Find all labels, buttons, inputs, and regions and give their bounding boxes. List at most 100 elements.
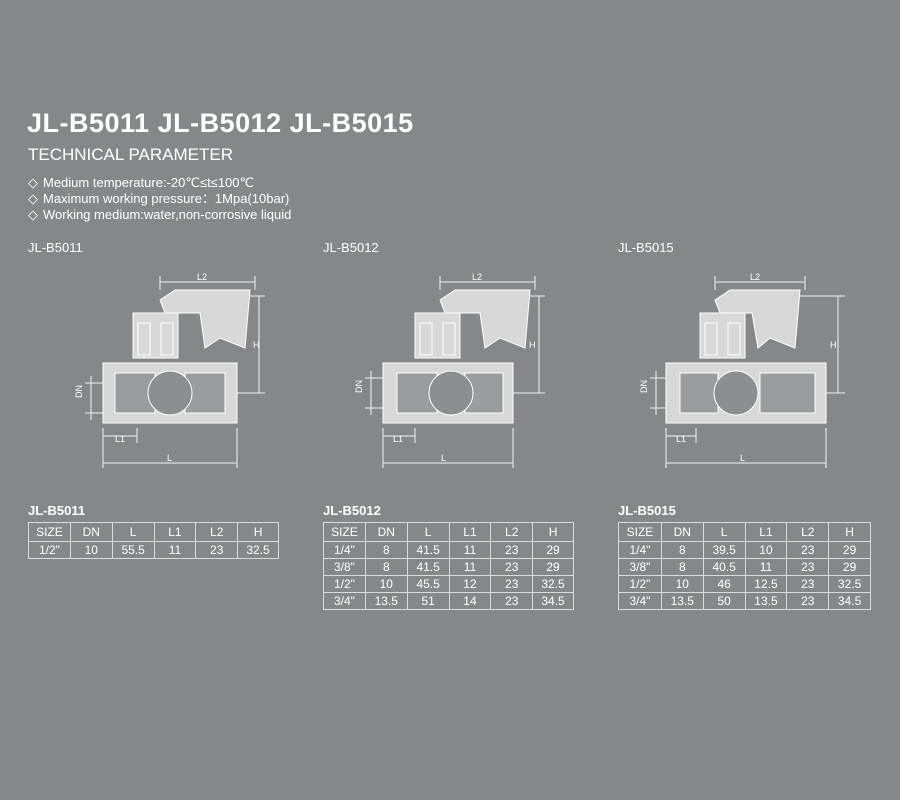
table-row: 3/8" 8 40.5 11 23 29 bbox=[618, 558, 871, 576]
model-label-b5011: JL-B5011 bbox=[28, 240, 83, 255]
dimension-label-l: L bbox=[441, 453, 446, 463]
table-cell: 41.5 bbox=[406, 558, 450, 576]
table-cell: 23 bbox=[786, 558, 830, 576]
table-cell: 32.5 bbox=[237, 541, 279, 559]
column-header: DN bbox=[364, 522, 408, 542]
table-header-row: SIZE DN L L1 L2 H bbox=[323, 522, 574, 542]
table-row: 1/2" 10 45.5 12 23 32.5 bbox=[323, 575, 574, 593]
table-row: 3/4" 13.5 50 13.5 23 34.5 bbox=[618, 592, 871, 610]
table-cell: 23 bbox=[786, 575, 830, 593]
table-cell: 1/4" bbox=[323, 541, 366, 559]
column-header: L2 bbox=[786, 522, 830, 542]
dimension-label-dn: DN bbox=[75, 385, 84, 398]
table-cell: 29 bbox=[828, 541, 871, 559]
column-header: SIZE bbox=[28, 522, 71, 542]
table-cell: 8 bbox=[364, 541, 408, 559]
table-cell: 55.5 bbox=[111, 541, 155, 559]
table-title-b5015: JL-B5015 bbox=[618, 503, 676, 518]
page-title: JL-B5011 JL-B5012 JL-B5015 bbox=[27, 108, 414, 138]
table-cell: 8 bbox=[660, 541, 704, 559]
table-cell: 32.5 bbox=[532, 575, 574, 593]
column-header: DN bbox=[660, 522, 704, 542]
table-cell: 11 bbox=[448, 558, 492, 576]
model-label-b5015: JL-B5015 bbox=[618, 240, 674, 255]
column-header: L bbox=[111, 522, 155, 542]
table-cell: 13.5 bbox=[744, 592, 788, 610]
diamond-bullet-icon: ◇ bbox=[28, 207, 38, 222]
column-header: L2 bbox=[490, 522, 534, 542]
table-cell: 3/4" bbox=[323, 592, 366, 610]
table-cell: 1/2" bbox=[323, 575, 366, 593]
column-header: H bbox=[532, 522, 574, 542]
table-cell: 41.5 bbox=[406, 541, 450, 559]
column-header: L bbox=[702, 522, 746, 542]
table-cell: 29 bbox=[532, 541, 574, 559]
parameter-text: Medium temperature:-20℃≤t≤100℃ bbox=[43, 175, 255, 190]
table-title-b5011: JL-B5011 bbox=[28, 503, 86, 518]
table-cell: 46 bbox=[702, 575, 746, 593]
parameter-text: Working medium:water,non-corrosive liqui… bbox=[43, 207, 292, 222]
table-cell: 39.5 bbox=[702, 541, 746, 559]
column-header: DN bbox=[69, 522, 113, 542]
parameter-item: ◇ Maximum working pressure：1Mpa(10bar) bbox=[28, 191, 291, 207]
column-header: SIZE bbox=[618, 522, 662, 542]
table-cell: 29 bbox=[828, 558, 871, 576]
table-header-row: SIZE DN L L1 L2 H bbox=[618, 522, 871, 542]
table-cell: 23 bbox=[786, 541, 830, 559]
table-title-b5012: JL-B5012 bbox=[323, 503, 381, 518]
dimension-label-h: H bbox=[529, 340, 536, 350]
table-cell: 10 bbox=[660, 575, 704, 593]
table-cell: 45.5 bbox=[406, 575, 450, 593]
table-cell: 23 bbox=[490, 575, 534, 593]
table-cell: 23 bbox=[490, 558, 534, 576]
parameter-item: ◇ Medium temperature:-20℃≤t≤100℃ bbox=[28, 175, 291, 191]
table-cell: 3/8" bbox=[323, 558, 366, 576]
table-cell: 11 bbox=[744, 558, 788, 576]
dimension-label-l: L bbox=[740, 453, 745, 463]
column-header: L1 bbox=[448, 522, 492, 542]
column-header: L1 bbox=[744, 522, 788, 542]
dimension-label-dn: DN bbox=[640, 380, 649, 393]
dimension-label-dn: DN bbox=[355, 380, 364, 393]
table-cell: 11 bbox=[448, 541, 492, 559]
valve-drawing-b5015: L2 H DN L1 L bbox=[640, 272, 845, 468]
table-row: 1/4" 8 41.5 11 23 29 bbox=[323, 541, 574, 559]
table-row: 3/8" 8 41.5 11 23 29 bbox=[323, 558, 574, 576]
column-header: H bbox=[828, 522, 871, 542]
table-cell: 10 bbox=[744, 541, 788, 559]
dimension-label-h: H bbox=[253, 340, 260, 350]
dimension-label-l1: L1 bbox=[115, 434, 125, 444]
parameter-text: Maximum working pressure：1Mpa(10bar) bbox=[43, 191, 290, 206]
table-cell: 32.5 bbox=[828, 575, 871, 593]
table-cell: 12 bbox=[448, 575, 492, 593]
page-subtitle: TECHNICAL PARAMETER bbox=[28, 145, 233, 164]
spec-table-b5011: SIZE DN L L1 L2 H 1/2" 10 55.5 11 23 32.… bbox=[28, 522, 279, 559]
table-cell: 23 bbox=[195, 541, 239, 559]
dimension-label-h: H bbox=[830, 340, 837, 350]
table-cell: 3/8" bbox=[618, 558, 662, 576]
column-header: L bbox=[406, 522, 450, 542]
table-cell: 1/4" bbox=[618, 541, 662, 559]
table-cell: 34.5 bbox=[828, 592, 871, 610]
dimension-label-l1: L1 bbox=[676, 434, 686, 444]
table-cell: 23 bbox=[490, 541, 534, 559]
spec-table-b5015: SIZE DN L L1 L2 H 1/4" 8 39.5 10 23 29 3… bbox=[618, 522, 871, 610]
column-header: L1 bbox=[153, 522, 197, 542]
diamond-bullet-icon: ◇ bbox=[28, 175, 38, 190]
table-cell: 51 bbox=[406, 592, 450, 610]
column-header: L2 bbox=[195, 522, 239, 542]
table-cell: 10 bbox=[69, 541, 113, 559]
table-cell: 3/4" bbox=[618, 592, 662, 610]
valve-drawing-b5012: L2 H DN L1 L bbox=[355, 272, 545, 468]
table-cell: 13.5 bbox=[364, 592, 408, 610]
column-header: SIZE bbox=[323, 522, 366, 542]
dimension-label-l2: L2 bbox=[197, 272, 207, 282]
diamond-bullet-icon: ◇ bbox=[28, 191, 38, 206]
table-cell: 12.5 bbox=[744, 575, 788, 593]
model-label-b5012: JL-B5012 bbox=[323, 240, 379, 255]
table-cell: 34.5 bbox=[532, 592, 574, 610]
table-cell: 29 bbox=[532, 558, 574, 576]
dimension-label-l2: L2 bbox=[472, 272, 482, 282]
table-header-row: SIZE DN L L1 L2 H bbox=[28, 522, 279, 542]
valve-drawing-b5011: L2 H DN L1 L bbox=[75, 272, 265, 468]
